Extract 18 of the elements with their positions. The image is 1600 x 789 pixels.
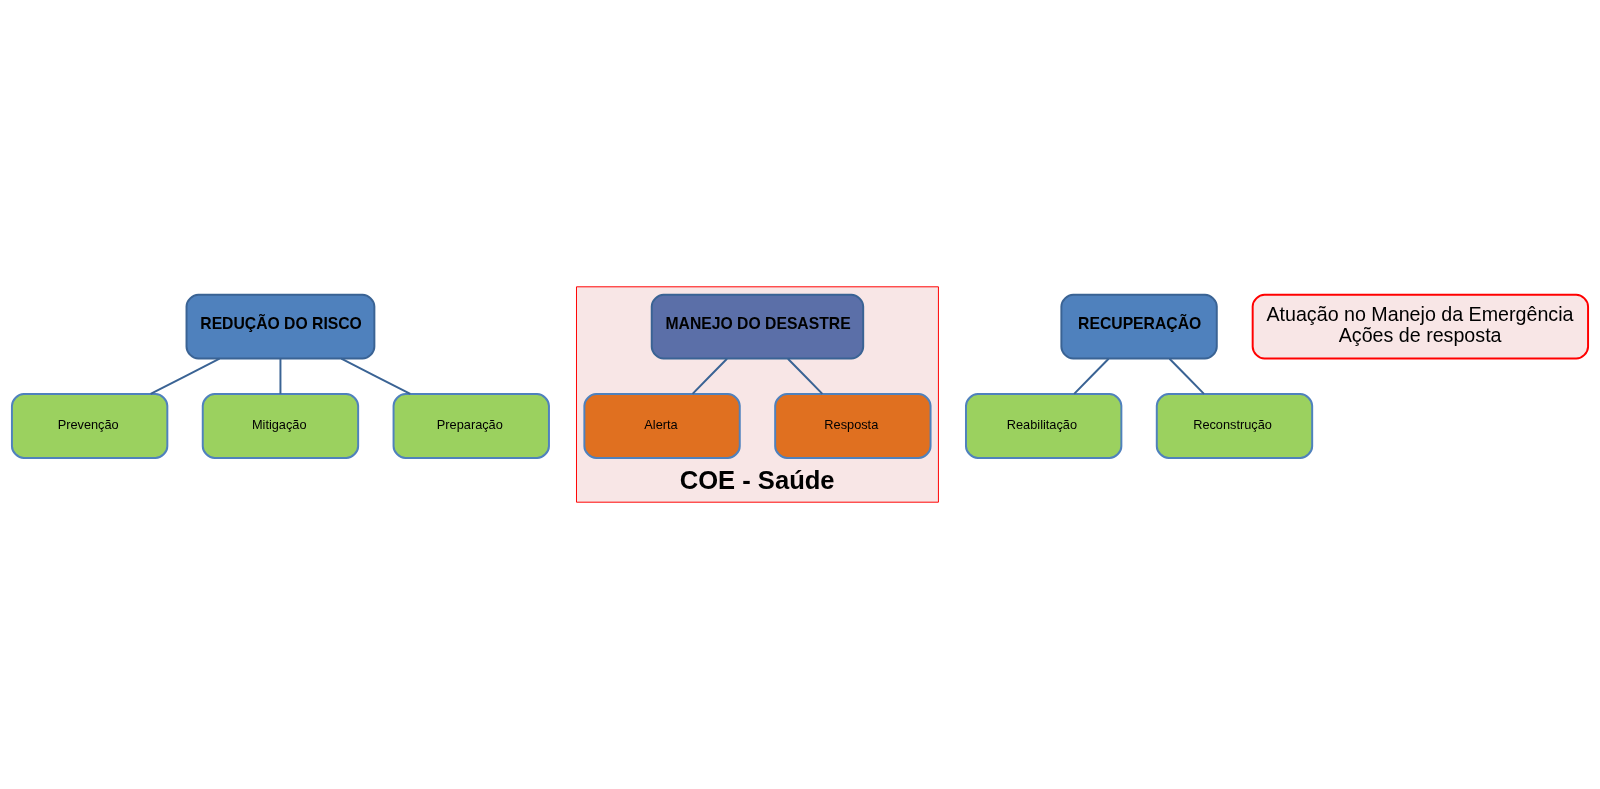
node-box: Prevenção <box>10 393 169 459</box>
connector <box>691 357 728 395</box>
node-box: Resposta <box>774 393 932 459</box>
node-box: Mitigação <box>201 393 360 459</box>
node-box: Reconstrução <box>1155 393 1314 459</box>
connector <box>1073 357 1110 395</box>
node-box: Reabilitação <box>965 393 1123 459</box>
node-box: Preparação <box>392 393 550 459</box>
connector <box>279 357 282 395</box>
node-box: RECUPERAÇÃO <box>1060 293 1218 360</box>
connector <box>1168 357 1205 395</box>
node-box: Atuação no Manejo da Emergência Ações de resposta <box>1251 293 1590 360</box>
node-box: Alerta <box>583 393 741 459</box>
connector <box>786 357 824 395</box>
connector <box>149 357 221 395</box>
connector <box>340 357 412 395</box>
node-box: REDUÇÃO DO RISCO <box>185 293 376 360</box>
node-box: MANEJO DO DESASTRE <box>650 293 865 360</box>
